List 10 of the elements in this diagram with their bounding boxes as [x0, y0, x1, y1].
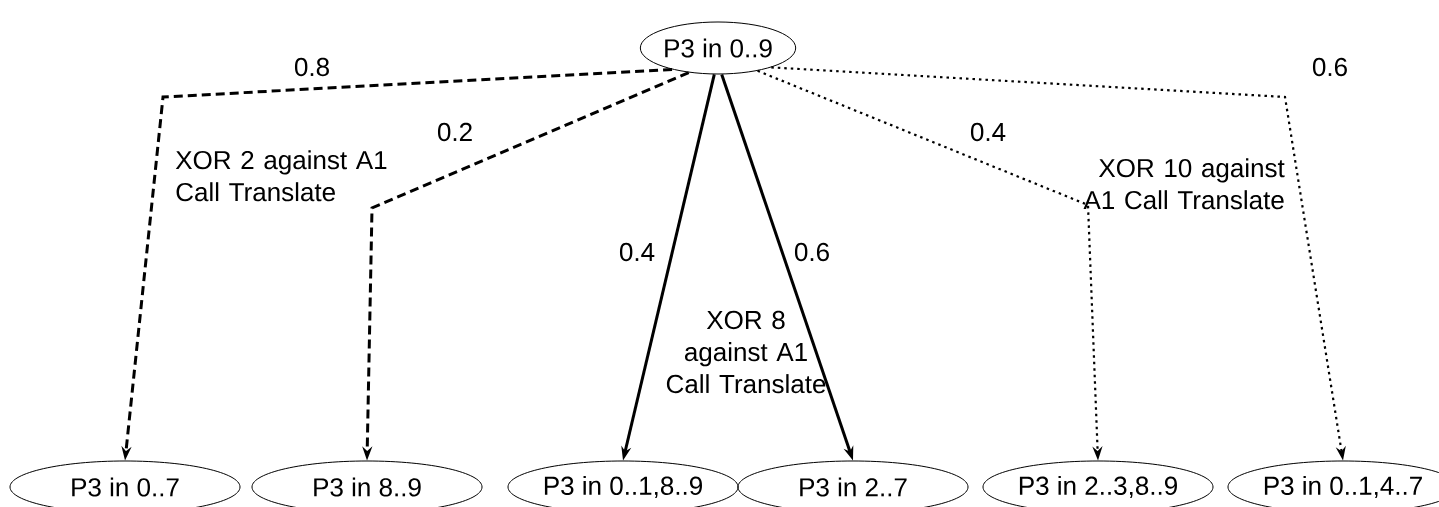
edge-label: 0.8 — [292, 56, 332, 78]
edge-label: 0.6 — [792, 241, 832, 263]
annotation-text: XOR 10 against A1 Call Translate — [1083, 158, 1285, 210]
edge-label: 0.2 — [435, 121, 475, 143]
annotation-text: XOR 8 against A1 Call Translate — [666, 310, 826, 394]
annotation-text: XOR 2 against A1 Call Translate — [175, 150, 387, 202]
edge-label: 0.4 — [617, 241, 657, 263]
edge-label: 0.4 — [968, 121, 1008, 143]
edge-label: 0.6 — [1310, 56, 1350, 78]
ellipse-node: P3 in 0..9 — [639, 21, 797, 75]
